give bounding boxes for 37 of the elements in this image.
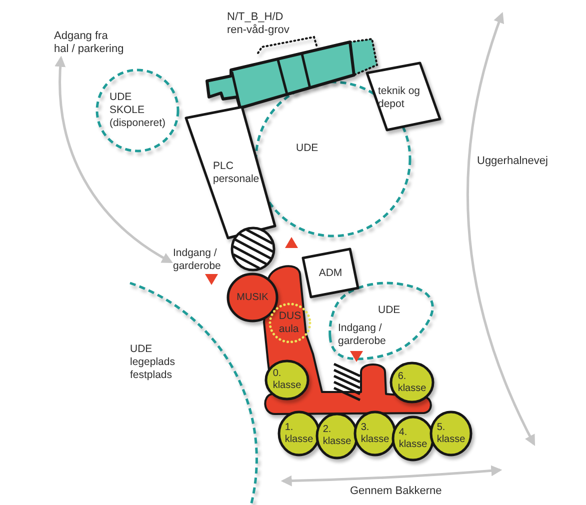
- direction-label: Gennem Bakkerne: [350, 485, 442, 498]
- access-label: Adgang fra hal / parkering: [54, 30, 125, 58]
- zone-label: UDE SKOLE (disponeret): [109, 91, 166, 130]
- outdoor-zone-circle: [95, 68, 180, 153]
- room-block: [365, 61, 442, 132]
- room-block: [184, 105, 277, 240]
- classroom-circle: [391, 415, 435, 462]
- zone-label: UDE: [378, 304, 400, 317]
- entrance-label: Indgang / garderobe: [338, 322, 386, 348]
- zone-label: UDE legeplads festplads: [130, 343, 175, 382]
- access-arrow: [55, 56, 173, 264]
- zone-label: UDE: [296, 142, 318, 155]
- room-label: N/T_B_H/D ren-våd-grov: [227, 11, 290, 37]
- room-label: teknik og depot: [378, 85, 422, 111]
- direction-label: Uggerhalnevej: [477, 155, 548, 168]
- room-label: PLC personale: [213, 160, 260, 186]
- zone-label: DUS aula: [278, 310, 302, 336]
- classroom-circle: [277, 410, 321, 457]
- entrance-label: Indgang / garderobe: [173, 247, 221, 273]
- classroom-circle: [264, 359, 310, 401]
- classroom-label: 5. klasse: [436, 422, 466, 446]
- classroom-label: 3. klasse: [360, 422, 390, 446]
- classroom-circle: [429, 410, 473, 457]
- classroom-label: 6. klasse: [398, 370, 426, 394]
- room-circle: [226, 272, 279, 323]
- classroom-label: 0. klasse: [272, 368, 302, 392]
- classroom-label: 1. klasse: [284, 422, 314, 446]
- classroom-label: 2. klasse: [322, 424, 352, 448]
- classroom-circle: [389, 361, 435, 404]
- classroom-label: 4. klasse: [398, 426, 428, 450]
- classroom-circle: [353, 410, 397, 457]
- room-label: ADM: [318, 266, 342, 280]
- entrance-area: [332, 321, 387, 403]
- room-label: MUSIK: [236, 292, 268, 304]
- room-block: [301, 247, 360, 299]
- classroom-circle: [315, 412, 359, 460]
- dotted-zone-circle: [268, 302, 312, 344]
